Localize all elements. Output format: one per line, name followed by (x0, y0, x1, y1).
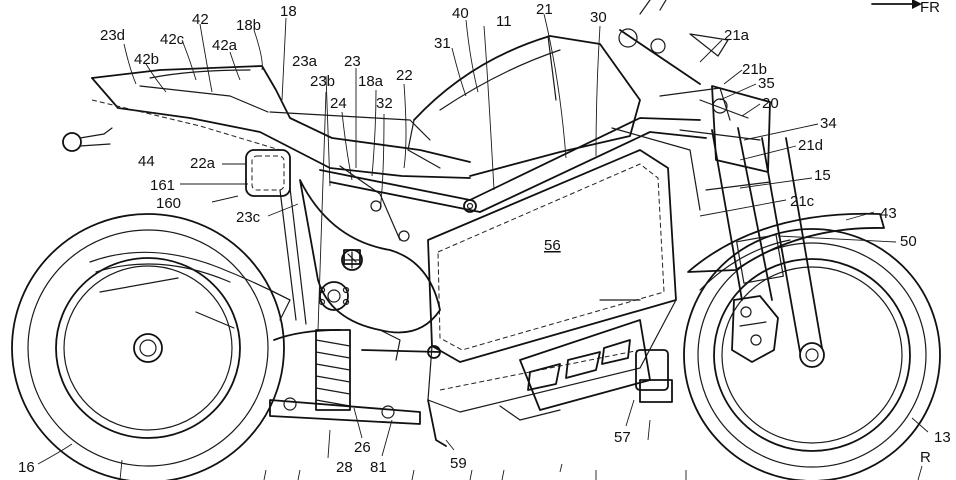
label-57: 57 (614, 429, 631, 446)
label-21c: 21c (790, 193, 815, 210)
label-26: 26 (354, 439, 371, 456)
label-23b: 23b (310, 73, 335, 90)
front-fork (705, 127, 823, 353)
reference-labels: 40 11 21 30 31 18 42 18b 23d 42c 42a 42b… (18, 1, 951, 476)
label-15: 15 (814, 167, 831, 184)
label-43: 43 (880, 205, 897, 222)
label-R: R (920, 449, 931, 466)
label-56: 56 (544, 237, 561, 254)
label-23a: 23a (292, 53, 318, 70)
side-stand (427, 399, 447, 447)
label-34: 34 (820, 115, 837, 132)
label-42c: 42c (160, 31, 185, 48)
label-81: 81 (370, 459, 387, 476)
tank-cover (407, 35, 641, 177)
label-22: 22 (396, 67, 413, 84)
sub-frame (279, 179, 441, 334)
label-21b: 21b (742, 61, 767, 78)
label-24: 24 (330, 95, 347, 112)
label-21d: 21d (798, 137, 823, 154)
connector (639, 379, 673, 403)
label-11: 11 (496, 13, 512, 30)
front-wheel (683, 228, 941, 480)
rear-shock (315, 281, 351, 411)
label-21-top: 21 (536, 1, 553, 18)
label-42b: 42b (134, 51, 159, 68)
label-18b: 18b (236, 17, 261, 34)
rear-wheel (11, 213, 291, 480)
label-35: 35 (758, 75, 775, 92)
label-31: 31 (434, 35, 451, 52)
label-28: 28 (336, 459, 353, 476)
label-40: 40 (452, 5, 469, 22)
drive-unit (499, 319, 669, 421)
label-32: 32 (376, 95, 393, 112)
label-50: 50 (900, 233, 917, 250)
swing-arm (269, 329, 441, 425)
front-fender (687, 212, 885, 273)
main-frame (319, 117, 707, 241)
control-box (245, 149, 291, 197)
label-59: 59 (450, 455, 467, 472)
label-23d: 23d (100, 27, 125, 44)
label-18a: 18a (358, 73, 384, 90)
handlebar-assembly (618, 0, 771, 173)
detail-marks (269, 249, 641, 321)
label-18: 18 (280, 3, 297, 20)
label-42a: 42a (212, 37, 238, 54)
label-30: 30 (590, 9, 607, 26)
label-21a: 21a (724, 27, 750, 44)
leader-lines (37, 13, 929, 480)
label-20: 20 (762, 95, 779, 112)
label-160: 160 (156, 195, 181, 212)
direction-label: FR (920, 0, 940, 16)
label-44: 44 (138, 153, 155, 170)
battery-case (427, 149, 677, 413)
tail-light (62, 127, 113, 152)
label-161: 161 (150, 177, 175, 194)
label-16: 16 (18, 459, 35, 476)
label-23-top: 23 (344, 53, 361, 70)
label-22a: 22a (190, 155, 216, 172)
label-13: 13 (934, 429, 951, 446)
front-direction-arrow (871, 0, 922, 9)
label-42: 42 (192, 11, 209, 28)
label-23c: 23c (236, 209, 261, 226)
